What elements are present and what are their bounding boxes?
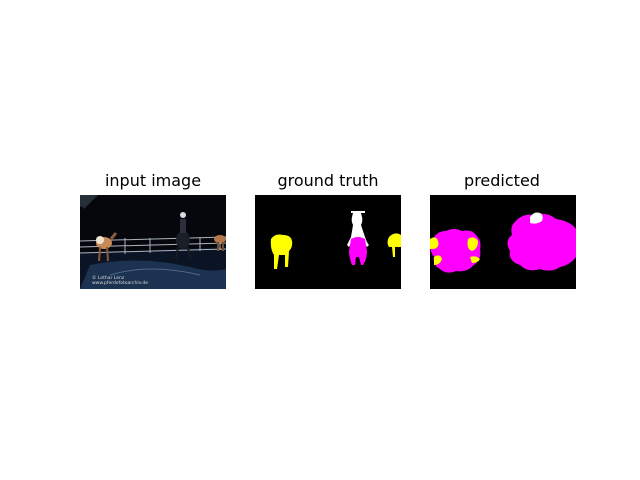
ground-truth-mask [255, 195, 401, 289]
predicted-mask [430, 195, 576, 289]
watermark-line-1: © Lothar Lenz [92, 274, 125, 281]
panel-title-predicted: predicted [464, 171, 540, 190]
input-image-photo: © Lothar Lenz www.pferdefotoarchiv.de [80, 195, 226, 289]
gt-rider-segment [347, 211, 369, 247]
watermark-line-2: www.pferdefotoarchiv.de [92, 280, 148, 286]
center-rider-horse [175, 212, 191, 260]
input-image-panel: © Lothar Lenz www.pferdefotoarchiv.de [80, 195, 226, 289]
right-horse [214, 235, 226, 251]
ground-truth-panel [255, 195, 401, 289]
panel-title-ground-truth: ground truth [277, 171, 379, 190]
gt-horse-segment [349, 237, 367, 265]
pred-yellow-patch-4 [470, 256, 480, 263]
gt-right-horse-segment [387, 233, 401, 257]
predicted-panel [430, 195, 576, 289]
pred-yellow-patch-3 [467, 237, 478, 251]
panel-title-input-image: input image [104, 171, 202, 190]
pred-yellow-patch-1 [430, 237, 439, 249]
pred-white-patch [530, 212, 543, 224]
gt-left-horse-segment [270, 234, 293, 269]
left-horse [96, 232, 118, 262]
pred-yellow-patch-2 [434, 255, 442, 265]
pred-right-blob [507, 213, 576, 271]
